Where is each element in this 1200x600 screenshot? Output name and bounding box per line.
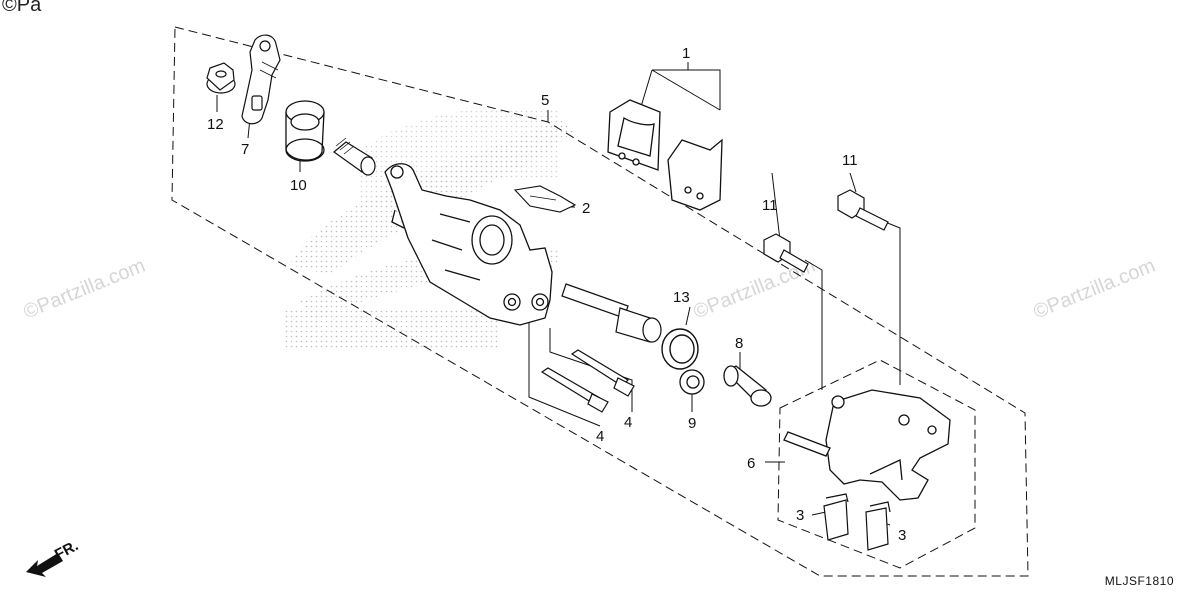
part-11-bolts — [763, 189, 889, 273]
part-7-arm-plate — [241, 34, 281, 125]
callout-2: 2 — [582, 200, 590, 217]
part-5-caliper-body — [384, 163, 553, 326]
part-6-caliper-bracket — [783, 389, 951, 501]
arrow-icon — [26, 553, 63, 577]
part-12-flange-nut — [206, 62, 236, 94]
part-4-caliper-pins — [540, 349, 635, 413]
callout-7: 7 — [241, 141, 249, 158]
callout-6: 6 — [747, 455, 755, 472]
diagram-code: MLJSF1810 — [1104, 574, 1174, 588]
callout-4: 4 — [624, 414, 632, 431]
part-3-pad-retainers — [823, 493, 891, 551]
part-10-seal-ring — [285, 100, 325, 162]
callout-10: 10 — [290, 177, 307, 194]
part-pin — [333, 137, 376, 176]
callouts: 1 2 3 3 4 4 5 6 7 8 9 10 11 11 12 13 — [207, 45, 906, 544]
callout-12: 12 — [207, 116, 224, 133]
callout-8: 8 — [735, 335, 743, 352]
callout-11: 11 — [762, 197, 778, 214]
front-direction-indicator: FR. — [26, 537, 81, 577]
part-1-brake-pads — [607, 99, 723, 211]
callout-1: 1 — [682, 45, 690, 62]
watermark-corner: ©Pa — [2, 0, 42, 16]
callout-9: 9 — [688, 415, 696, 432]
callout-11: 11 — [842, 152, 858, 169]
callout-3: 3 — [796, 507, 804, 524]
part-2-pad-spring — [513, 185, 577, 213]
part-slide-pin — [561, 283, 662, 343]
part-9-boot — [679, 369, 705, 395]
callout-5: 5 — [541, 92, 549, 109]
callout-3: 3 — [898, 527, 906, 544]
callout-4: 4 — [596, 428, 604, 445]
part-8-sleeve — [723, 365, 772, 407]
part-13-seal-ring — [661, 328, 699, 370]
callout-13: 13 — [673, 289, 690, 306]
